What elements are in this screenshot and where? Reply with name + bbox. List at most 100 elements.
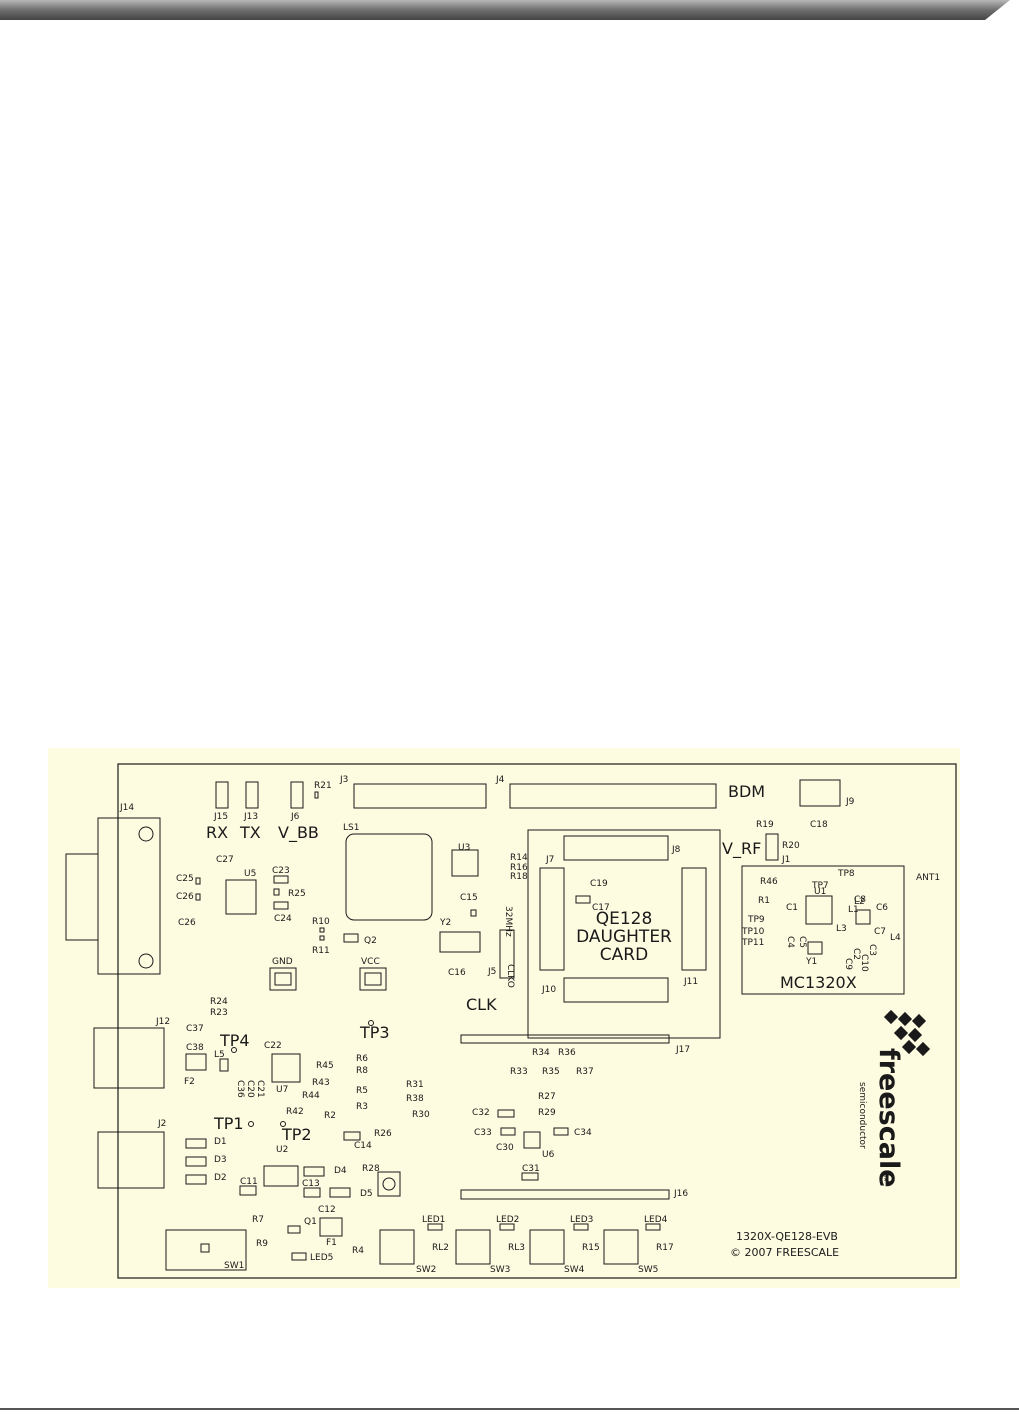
- label-r16: R16: [510, 863, 528, 873]
- c26-cap: [195, 893, 201, 901]
- freescale-tm: ™: [877, 1174, 887, 1183]
- label-u2: U2: [276, 1145, 288, 1155]
- label-r10: R10: [312, 917, 330, 927]
- label-ls1: LS1: [343, 823, 359, 833]
- label-tp11: TP11: [741, 938, 764, 948]
- q1-transistor: [287, 1225, 301, 1234]
- c33-cap: [500, 1127, 516, 1136]
- label-r3: R3: [356, 1102, 368, 1112]
- freescale-semiconductor: semiconductor: [857, 1082, 867, 1149]
- label-u1: U1: [814, 887, 826, 897]
- j8-header: [563, 835, 669, 861]
- label-ant1: ANT1: [916, 873, 940, 883]
- label-tp9: TP9: [747, 915, 765, 925]
- j17-header: [460, 1034, 670, 1044]
- label-r43: R43: [312, 1078, 330, 1088]
- label-f1: F1: [326, 1238, 337, 1248]
- c38-cap: [185, 1053, 207, 1071]
- label-f2: F2: [184, 1077, 195, 1087]
- c23-cap: [273, 875, 289, 884]
- c31-cap: [521, 1172, 539, 1181]
- label-d5: D5: [360, 1189, 373, 1199]
- u7-chip: [271, 1053, 301, 1083]
- label-r8: R8: [356, 1066, 368, 1076]
- label-d2: D2: [214, 1173, 227, 1183]
- j13-jumper: [245, 781, 259, 809]
- label-d3: D3: [214, 1155, 227, 1165]
- label-c4: C4: [785, 936, 795, 948]
- sw3-button: [455, 1229, 491, 1265]
- label-c16: C16: [448, 968, 466, 978]
- j14-mount-hole: [138, 826, 154, 842]
- label-rx: RX: [206, 823, 228, 842]
- label-u7: U7: [276, 1085, 288, 1095]
- ls1-buzzer: [345, 833, 433, 921]
- label-vcc: VCC: [361, 957, 380, 967]
- label-y2: Y2: [439, 918, 451, 928]
- page-header-bar: [0, 0, 1019, 22]
- label-c21: C21: [255, 1080, 265, 1098]
- daughter-card-outline: [527, 829, 721, 1039]
- u2-chip: [263, 1165, 299, 1187]
- label-r23: R23: [210, 1008, 228, 1018]
- j10-header: [563, 977, 669, 1003]
- label-c10: C10: [859, 954, 869, 972]
- label-tp2: TP2: [281, 1125, 312, 1144]
- label-tp1: TP1: [213, 1114, 244, 1133]
- page-footer-rule: [0, 1408, 1019, 1410]
- q2-transistor: [343, 933, 359, 943]
- label-r42: R42: [286, 1107, 304, 1117]
- led3: [573, 1223, 589, 1231]
- label-c9: C9: [843, 958, 853, 970]
- label-c12: C12: [318, 1205, 336, 1215]
- freescale-brand: freescale: [873, 1048, 904, 1188]
- label-c22: C22: [264, 1041, 282, 1051]
- label-r46: R46: [760, 877, 778, 887]
- label-daughter: DAUGHTER: [576, 927, 672, 947]
- label-d4: D4: [334, 1166, 347, 1176]
- c15-cap: [470, 909, 477, 917]
- label-j5: J5: [487, 967, 496, 977]
- r25-resistor: [273, 888, 280, 896]
- label-r14: R14: [510, 853, 528, 863]
- j11-header: [681, 867, 707, 971]
- label-r2: R2: [324, 1111, 336, 1121]
- label-c33: C33: [474, 1128, 492, 1138]
- label-r15: R15: [582, 1243, 600, 1253]
- label-c2: C2: [851, 948, 861, 960]
- label-r18: R18: [510, 872, 528, 882]
- u3-chip: [451, 849, 479, 877]
- r11-resistor: [319, 935, 325, 941]
- j4-header: [509, 783, 717, 809]
- label-sw3: SW3: [490, 1265, 510, 1275]
- j14-db9-shell: [65, 853, 99, 941]
- label-u5: U5: [244, 869, 256, 879]
- label-r9: R9: [256, 1239, 268, 1249]
- label-led3: LED3: [570, 1215, 593, 1225]
- vcc-testpoint: [359, 967, 387, 991]
- j9-bdm-header: [799, 779, 841, 807]
- label-q1: Q1: [304, 1217, 317, 1227]
- sw2-button: [379, 1229, 415, 1265]
- label-c7: C7: [874, 927, 886, 937]
- board-outline: [117, 763, 957, 1279]
- label-sw5: SW5: [638, 1265, 658, 1275]
- label-c31: C31: [522, 1164, 540, 1174]
- label-c5: C5: [797, 936, 807, 948]
- j2-connector: [97, 1131, 165, 1189]
- c32-cap: [497, 1109, 515, 1118]
- label-r33: R33: [510, 1067, 528, 1077]
- label-r7: R7: [252, 1215, 264, 1225]
- y2-crystal: [439, 931, 481, 953]
- d5-diode: [329, 1187, 351, 1198]
- label-tp8: TP8: [837, 869, 855, 879]
- label-c8: C8: [854, 895, 866, 905]
- label-r36: R36: [558, 1048, 576, 1058]
- label-c38: C38: [186, 1043, 204, 1053]
- label-j7: J7: [545, 855, 554, 865]
- tp2-point: [280, 1121, 286, 1127]
- label-j16: J16: [673, 1189, 688, 1199]
- label-q2: Q2: [364, 936, 377, 946]
- label-r24: R24: [210, 997, 228, 1007]
- led5: [291, 1252, 307, 1261]
